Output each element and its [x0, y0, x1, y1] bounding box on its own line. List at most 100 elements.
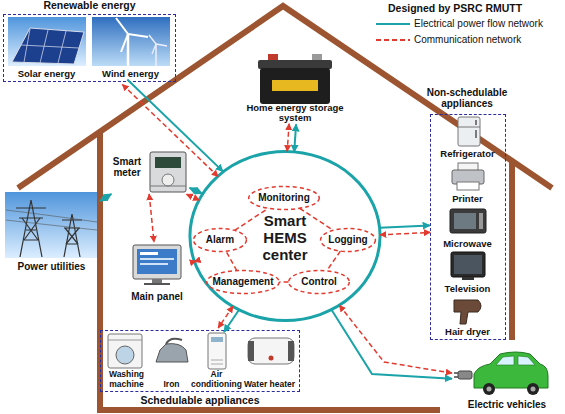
battery-image	[312, 54, 322, 61]
electric-car-icon	[527, 383, 539, 395]
microwave-icon	[479, 213, 483, 229]
wind-turbine-image	[156, 44, 167, 46]
water-heater-icon	[269, 356, 274, 361]
vehicle-node: Electric vehicles	[452, 352, 562, 412]
node-label: Television	[428, 284, 508, 295]
power-flow-line	[190, 188, 203, 194]
appliance-node: Air conditioning	[192, 332, 242, 390]
solar-panel-image	[8, 17, 86, 66]
air-conditioner-icon	[211, 364, 223, 365]
node-label: Wind energy	[90, 69, 172, 80]
node-label: Hair dryer	[428, 327, 508, 338]
house-wall	[100, 132, 440, 410]
communication-line	[287, 124, 289, 152]
ellipse-outline	[207, 270, 280, 293]
node-label: Power utilities	[3, 261, 100, 272]
main-panel-icon	[152, 279, 162, 283]
communication-line	[235, 208, 269, 230]
wind-turbine-image	[155, 44, 157, 66]
node-label: Air conditioning	[190, 370, 244, 389]
house-wall	[509, 161, 515, 340]
refrigerator-icon	[458, 117, 480, 146]
group-box: Schedulable appliancesWashing machineIro…	[100, 330, 300, 392]
solar-panel-image	[58, 31, 66, 63]
refrigerator-icon	[458, 117, 480, 146]
appliance-node: Television	[432, 251, 504, 295]
group-heading: Non-schedulable appliances	[417, 87, 517, 109]
solar-panel-image	[12, 28, 84, 64]
function-ellipse: Monitoring	[248, 186, 320, 210]
appliance-node: Hair dryer	[432, 296, 504, 338]
function-ellipse: Logging	[320, 228, 376, 252]
power-utilities-image	[6, 210, 97, 230]
node-label: Home energy storage system	[234, 103, 356, 124]
electric-car-icon	[496, 356, 535, 365]
main-panel-icon	[144, 283, 170, 285]
printer-icon	[452, 163, 484, 190]
washing-machine-icon	[108, 334, 142, 368]
main-panel-icon	[137, 249, 177, 274]
appliance-node: Washing machine	[102, 332, 152, 390]
appliance-node: Printer	[432, 161, 504, 205]
ellipse-outline	[289, 270, 350, 293]
power-utilities-image	[6, 200, 97, 257]
electric-car-icon	[483, 383, 495, 395]
node-label: Logging	[320, 234, 376, 245]
solar-panel-image	[24, 29, 30, 62]
group-box: Non-schedulable appliancesRefrigeratorPr…	[430, 114, 506, 340]
node-label: Electric vehicles	[452, 399, 562, 410]
hems-title: Smart HEMS center	[250, 213, 320, 263]
television-icon	[451, 252, 485, 277]
node-label: Smart meter	[106, 156, 148, 178]
electric-car-icon	[458, 371, 472, 379]
node-label: Alarm	[193, 234, 247, 245]
ellipse-outline	[321, 228, 376, 251]
node-label: Refrigerator	[428, 149, 508, 160]
iron-icon	[156, 339, 188, 362]
node-label: Water heater	[239, 380, 301, 390]
microwave-icon	[450, 209, 486, 233]
battery-image	[260, 68, 330, 104]
hems-circle: Smart HEMS centerMonitoringAlarmLoggingM…	[188, 148, 382, 324]
main-panel-icon	[133, 245, 181, 285]
ellipse-outline	[194, 228, 247, 251]
washing-machine-icon	[108, 334, 142, 368]
appliance-node: Refrigerator	[432, 116, 504, 160]
wind-turbine-image	[116, 18, 128, 34]
power-utilities-image	[5, 192, 97, 258]
power-utilities-image	[62, 220, 82, 244]
meter-node: Smart meter	[106, 150, 188, 194]
electric-car-icon	[454, 352, 548, 395]
group-heading: Schedulable appliances	[101, 395, 299, 407]
appliance-node: Iron	[152, 332, 192, 390]
water-heater-icon	[288, 341, 294, 361]
wind-turbine-image	[92, 17, 170, 66]
wind-turbine-image	[149, 35, 156, 44]
communication-line	[218, 306, 233, 328]
iron-icon	[166, 339, 182, 344]
battery-image	[258, 60, 332, 69]
solar-panel-image	[8, 17, 86, 66]
communication-line	[279, 281, 288, 283]
battery-image	[268, 54, 278, 61]
group-heading: Renewable energy	[0, 0, 185, 12]
electric-car-icon	[487, 387, 492, 392]
smart-meter-icon	[162, 174, 174, 186]
smart-meter-icon	[150, 152, 186, 192]
credit-label: Designed by PSRC RMUTT	[388, 3, 522, 15]
power-line-sample	[376, 23, 410, 25]
function-ellipse: Control	[288, 270, 350, 294]
water-heater-icon	[248, 338, 294, 364]
node-label: Main panel	[118, 291, 196, 302]
communication-line	[187, 194, 200, 200]
ellipse-outline	[190, 152, 380, 321]
water-heater-icon	[248, 338, 294, 364]
power-flow-line	[332, 310, 453, 379]
node-label: Iron	[150, 380, 194, 390]
refrigerator-icon	[475, 130, 477, 138]
wind-turbine-image	[152, 44, 156, 54]
electric-car-icon	[474, 352, 548, 388]
hair-dryer-icon	[454, 300, 481, 324]
